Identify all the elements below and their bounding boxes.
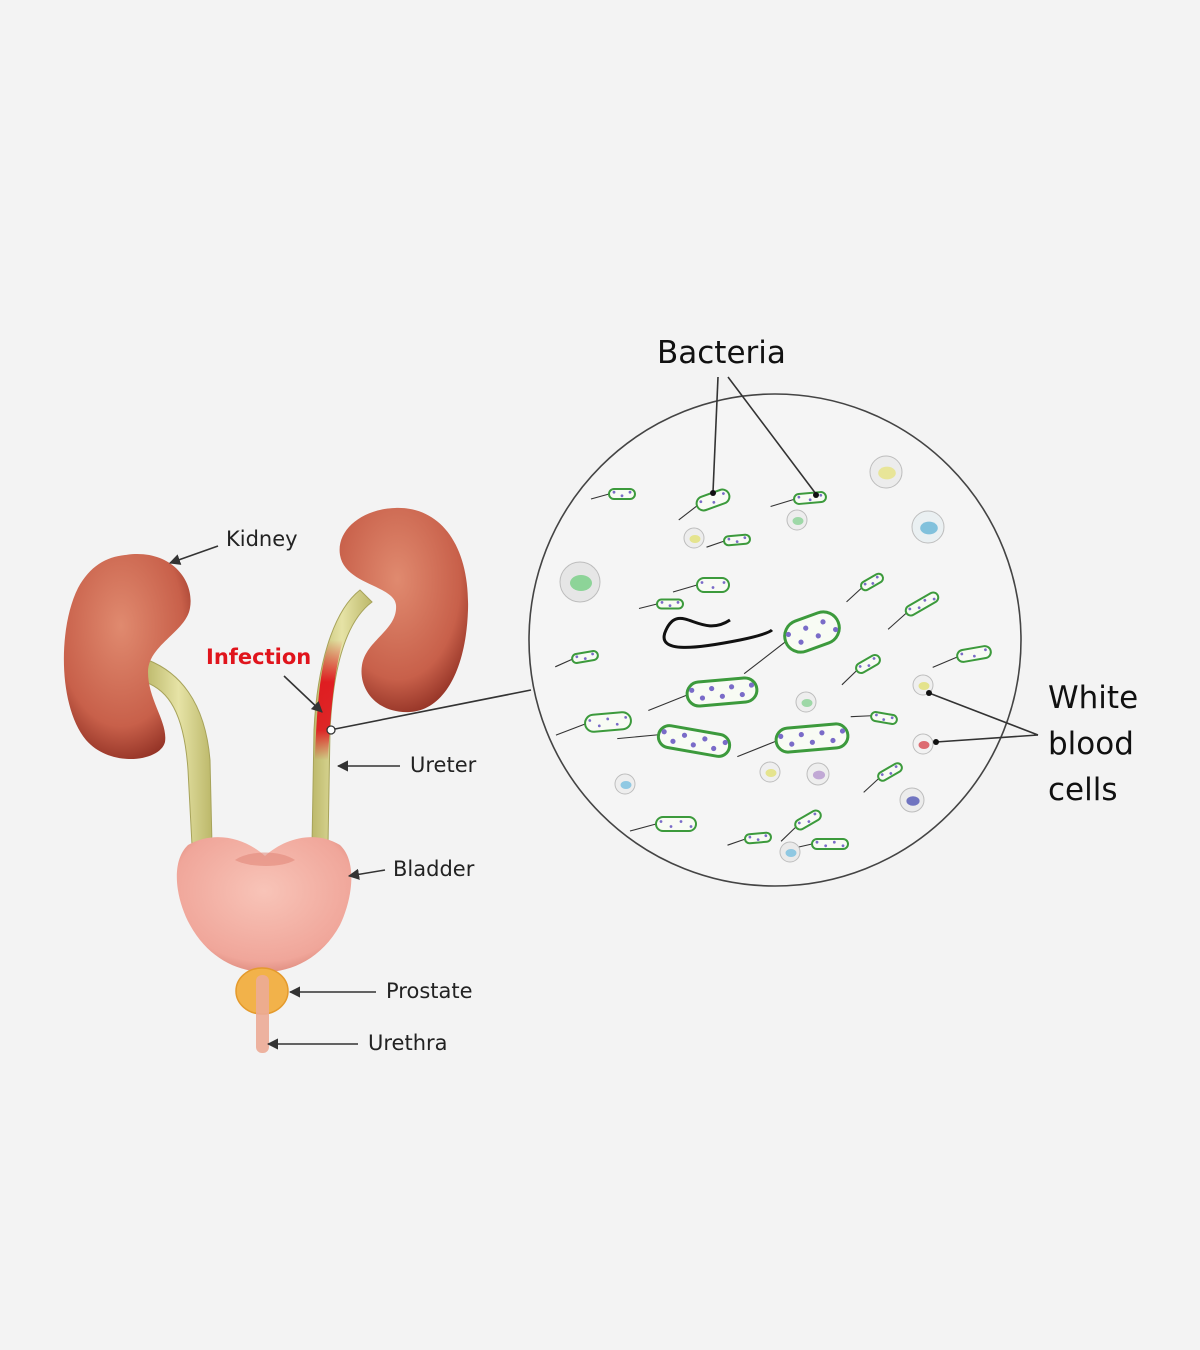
blood-cell (795, 691, 817, 713)
bacterium (863, 762, 903, 793)
zoom-connector (334, 689, 532, 730)
blood-cell (869, 455, 903, 489)
bacterium (648, 676, 759, 712)
bacterium (617, 724, 732, 758)
blood-cell (911, 510, 945, 544)
anatomy-labels: Kidney Infection Ureter Bladder Prostate… (168, 527, 477, 1055)
label-bladder: Bladder (393, 857, 475, 881)
magnified-circle (528, 393, 1022, 887)
label-infection: Infection (206, 645, 311, 669)
bacterium (706, 533, 751, 548)
blood-cell (559, 561, 601, 603)
bacterium (737, 722, 850, 758)
bacterium (789, 838, 849, 850)
magnified-labels: Bacteria White blood cells (657, 335, 1138, 808)
bladder (176, 837, 352, 972)
bacterium (780, 809, 822, 842)
bacterium (672, 577, 730, 593)
infection-area (315, 640, 343, 760)
label-prostate: Prostate (386, 979, 473, 1003)
bacterium (638, 598, 684, 610)
label-wbc-line2: blood (1048, 726, 1134, 762)
infection-point-marker (326, 725, 336, 735)
label-ureter: Ureter (410, 753, 477, 777)
label-urethra: Urethra (368, 1031, 448, 1055)
bacterium (743, 610, 841, 675)
label-wbc-line3: cells (1048, 772, 1118, 808)
blood-cell (786, 509, 808, 531)
label-wbc-line1: White (1048, 680, 1138, 716)
blood-cell (899, 787, 925, 813)
bladder-notch (235, 852, 295, 866)
bacterium (850, 711, 898, 725)
bacterium (629, 816, 697, 832)
blood-cell (759, 761, 781, 783)
blood-cell (779, 841, 801, 863)
flagellum (662, 616, 774, 649)
blood-cell (614, 773, 636, 795)
magnified-view (528, 393, 1022, 887)
urethra (256, 975, 269, 1053)
blood-cell (806, 762, 830, 786)
micro-content (555, 455, 992, 863)
bacterium (555, 650, 599, 668)
blood-cell (912, 733, 934, 755)
blood-cell (683, 527, 705, 549)
blood-cell (912, 674, 934, 696)
bacterium (590, 488, 636, 500)
bacterium (841, 654, 881, 686)
right-kidney (339, 507, 469, 713)
bacterium (727, 831, 772, 846)
label-bacteria: Bacteria (657, 335, 786, 371)
urinary-system (63, 507, 469, 1053)
bacterium (887, 591, 940, 630)
bacterium (846, 572, 884, 603)
bacterium (555, 711, 632, 736)
bacterium (932, 645, 992, 668)
left-kidney (63, 554, 191, 760)
label-kidney: Kidney (226, 527, 298, 551)
